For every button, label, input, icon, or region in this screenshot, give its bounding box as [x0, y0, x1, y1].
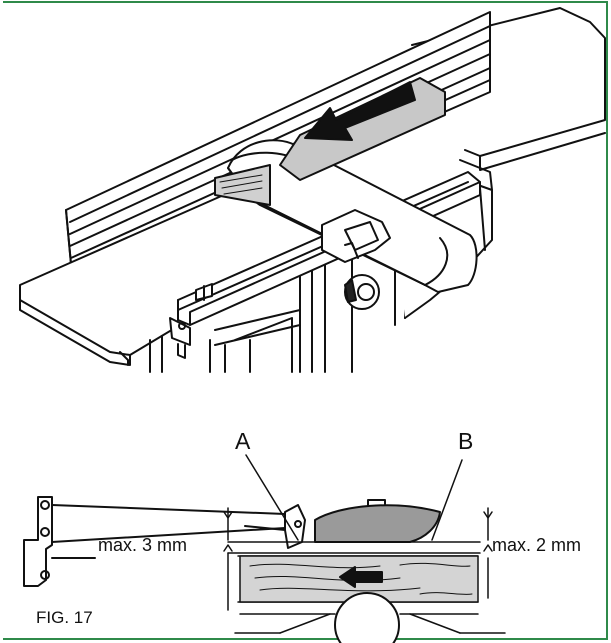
arm-end-bracket	[23, 496, 96, 587]
label-b: B	[458, 428, 474, 454]
dimension-right-label: max. 2 mm	[492, 535, 582, 555]
leader-lines	[245, 454, 463, 541]
guard-holder	[321, 209, 391, 263]
cutter-guard-section	[314, 499, 441, 543]
handwheel-knob	[344, 274, 380, 310]
feed-arrow-upper	[304, 81, 416, 141]
thumb-screw-left	[195, 283, 213, 301]
machine-stand	[149, 231, 406, 373]
figure-caption: FIG. 17	[36, 608, 93, 627]
feed-arrow-lower	[339, 566, 383, 588]
dimension-lines	[223, 507, 493, 611]
dimension-left-label: max. 3 mm	[98, 535, 188, 555]
guard-arm-section	[51, 504, 306, 549]
label-a: A	[235, 428, 251, 454]
cutter-block	[334, 592, 400, 643]
